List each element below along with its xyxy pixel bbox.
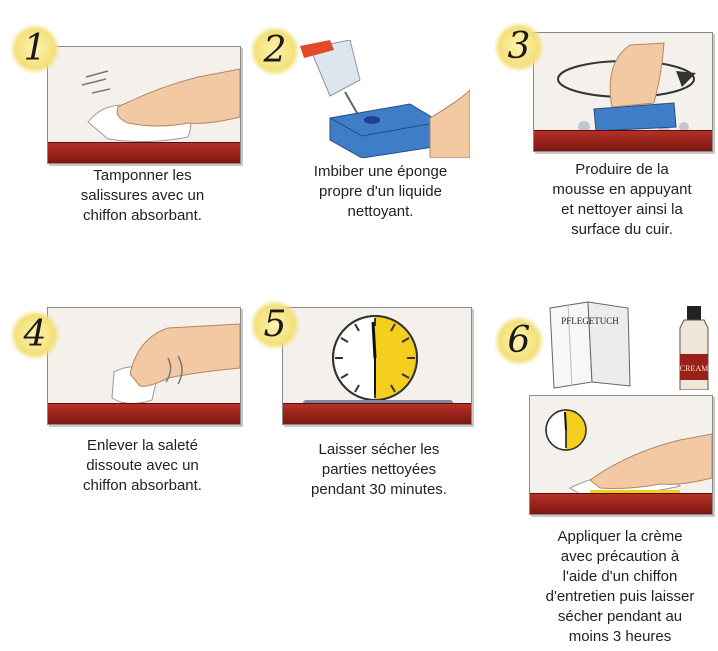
- hand-icon: [590, 434, 712, 489]
- step-number: 5: [250, 300, 300, 350]
- step-number-badge: 1: [10, 24, 60, 74]
- step-caption: Laisser sécher les parties nettoyées pen…: [280, 440, 478, 500]
- step-caption: Enlever la saleté dissoute avec un chiff…: [40, 436, 245, 496]
- step-number-badge: 2: [250, 26, 300, 76]
- step-caption: Tamponner les salissures avec un chiffon…: [40, 166, 245, 226]
- hand-icon: [610, 43, 664, 107]
- sponge-icon: [594, 103, 676, 131]
- step-2-drawing: [290, 40, 470, 158]
- sponge-icon: [330, 104, 440, 158]
- step-number: 6: [494, 316, 544, 366]
- step-number: 2: [250, 26, 300, 76]
- step-number-badge: 6: [494, 316, 544, 366]
- step-3-illustration: [533, 32, 713, 152]
- cloth-icon: [548, 298, 632, 390]
- care-cloth: PFLEGETUCH: [548, 298, 632, 390]
- step-caption: Produire de la mousse en appuyant et net…: [526, 160, 718, 240]
- step-number-badge: 5: [250, 300, 300, 350]
- step-4-illustration: [47, 307, 241, 425]
- cream-bottle: CREAM: [676, 306, 712, 390]
- step-number: 1: [10, 24, 60, 74]
- step-2-illustration: [290, 40, 470, 158]
- step-1-illustration: [47, 46, 241, 164]
- cream-label: CREAM: [676, 364, 712, 373]
- step-number-badge: 3: [494, 22, 544, 72]
- step-6-illustration: [529, 395, 713, 515]
- leather-floor: [48, 142, 240, 163]
- clock-icon: [546, 410, 586, 450]
- step-number: 4: [10, 310, 60, 360]
- cream-bottle-icon: [676, 306, 712, 390]
- hand-icon: [130, 324, 240, 386]
- leather-floor: [534, 130, 712, 151]
- step-number-badge: 4: [10, 310, 60, 360]
- leather-floor: [48, 403, 240, 424]
- leather-floor: [283, 403, 471, 424]
- cloth-label: PFLEGETUCH: [552, 316, 628, 326]
- step-caption: Appliquer la crème avec précaution à l'a…: [522, 527, 718, 647]
- step-5-illustration: [282, 307, 472, 425]
- step-caption: Imbiber une éponge propre d'un liquide n…: [283, 162, 478, 222]
- hand-icon: [117, 69, 240, 126]
- step-number: 3: [494, 22, 544, 72]
- leather-floor: [530, 493, 712, 514]
